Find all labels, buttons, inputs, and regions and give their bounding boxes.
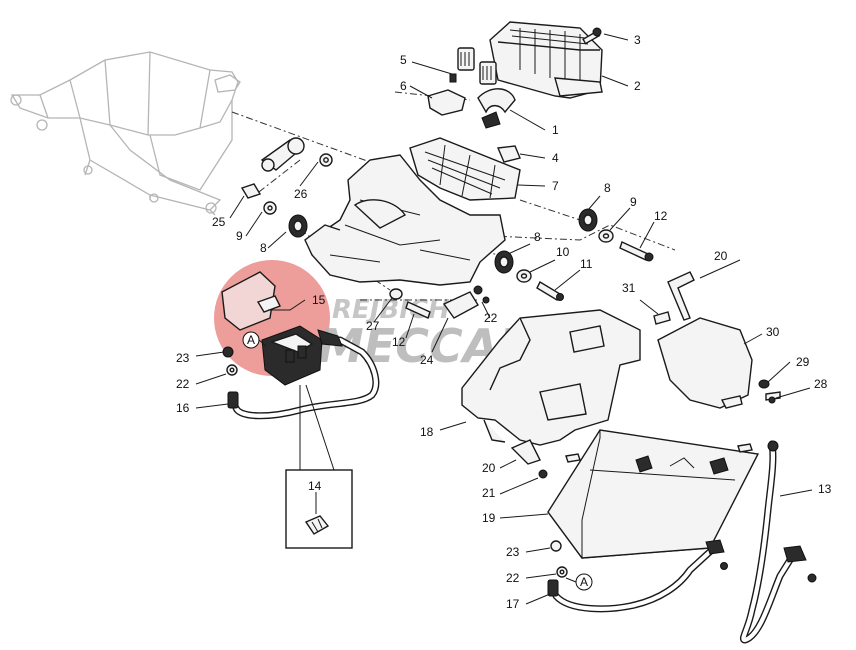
callout-23-left: 23 <box>176 351 190 365</box>
callout-22-lower: 22 <box>506 571 520 585</box>
battery-19 <box>547 429 760 559</box>
callout-7: 7 <box>552 179 559 193</box>
cover-30 <box>657 317 753 409</box>
callout-11: 11 <box>580 257 593 271</box>
link-26 <box>260 137 333 172</box>
callout-16: 16 <box>176 401 190 415</box>
callout-20-lower: 20 <box>482 461 496 475</box>
bracket-20-upper <box>653 271 695 325</box>
callout-12-right: 12 <box>654 209 668 223</box>
callout-26: 26 <box>294 187 308 201</box>
callout-23-lower: 23 <box>506 545 520 559</box>
connector-mark-a-upper-label: A <box>247 333 255 347</box>
callout-8-left: 8 <box>260 241 267 255</box>
callout-19: 19 <box>482 511 496 525</box>
fuse-box-14 <box>285 469 353 549</box>
callout-13: 13 <box>818 482 832 496</box>
callout-15: 15 <box>312 293 326 307</box>
callout-3: 3 <box>634 33 641 47</box>
bracket-20-lower <box>510 439 548 479</box>
battery-cable-17 <box>547 539 728 613</box>
motorcycle-frame <box>10 51 241 216</box>
callout-6: 6 <box>400 79 407 93</box>
callout-9-right: 9 <box>630 195 637 209</box>
callout-18: 18 <box>420 425 434 439</box>
battery-cable-13 <box>739 440 817 644</box>
callout-numbers: 1 2 3 4 5 6 7 8 8 8 9 9 10 11 12 12 13 1… <box>176 33 832 611</box>
fasteners-28-29 <box>758 379 781 404</box>
callout-5: 5 <box>400 53 407 67</box>
callout-12-middle: 12 <box>392 335 406 349</box>
callout-9-left: 9 <box>236 229 243 243</box>
callout-30: 30 <box>766 325 780 339</box>
callout-10: 10 <box>556 245 570 259</box>
callout-24: 24 <box>420 353 434 367</box>
callout-8-upper-right: 8 <box>604 181 611 195</box>
middle-fastener-cluster <box>389 285 490 319</box>
screw-3 <box>582 27 602 45</box>
callout-25: 25 <box>212 215 226 229</box>
fuse-leader-lines <box>299 384 335 471</box>
right-fastener-cluster-lower <box>494 250 564 301</box>
right-fastener-cluster-upper <box>578 208 654 262</box>
battery-holder-18 <box>461 309 641 446</box>
callout-leader-lines <box>195 33 813 605</box>
connector-mark-a-lower: A <box>565 573 593 591</box>
callout-2: 2 <box>634 79 641 93</box>
callout-27: 27 <box>366 319 380 333</box>
clip-4 <box>496 145 521 163</box>
callout-1: 1 <box>552 123 559 137</box>
mounting-tray-7 <box>409 137 521 201</box>
clip-1 <box>477 88 516 129</box>
relay-cover-15 <box>221 271 281 331</box>
callout-20-upper: 20 <box>714 249 728 263</box>
callout-28: 28 <box>814 377 828 391</box>
callout-31: 31 <box>622 281 636 295</box>
callout-22-middle: 22 <box>484 311 498 325</box>
left-ground-cable <box>222 329 380 420</box>
starter-relay <box>261 325 323 386</box>
callout-14: 14 <box>308 479 322 493</box>
voltage-regulator <box>489 21 603 99</box>
rear-support-body <box>304 154 506 286</box>
callout-17: 17 <box>506 597 520 611</box>
connector-mark-a-upper: A <box>242 331 267 349</box>
callout-21: 21 <box>482 486 496 500</box>
callout-4: 4 <box>552 151 559 165</box>
connector-mark-a-lower-label: A <box>580 575 588 589</box>
left-fastener-cluster <box>240 183 308 238</box>
callout-29: 29 <box>796 355 810 369</box>
callout-8-lower-right: 8 <box>534 230 541 244</box>
connectors-5 <box>449 47 497 85</box>
bracket-6 <box>427 89 466 116</box>
callout-22-left: 22 <box>176 377 190 391</box>
